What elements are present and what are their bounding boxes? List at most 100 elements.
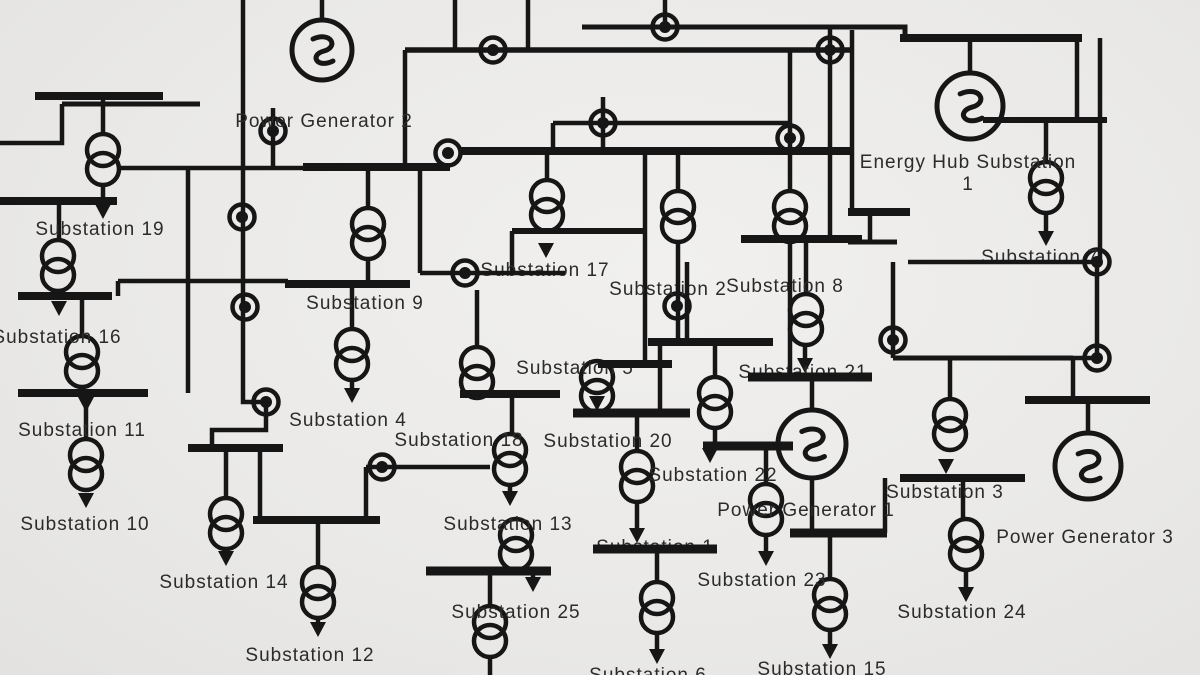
ring-node-dot-icon bbox=[887, 334, 899, 346]
load-arrow-icon bbox=[1038, 231, 1054, 246]
transformer-icon bbox=[84, 131, 122, 169]
label-power-generator-3: Power Generator 3 bbox=[996, 527, 1174, 548]
transformer-icon bbox=[39, 256, 77, 294]
power-generator-1-generator-icon bbox=[775, 407, 849, 481]
transformer-icon bbox=[771, 188, 809, 226]
ring-node-dot-icon bbox=[784, 132, 796, 144]
transformer-icon bbox=[578, 377, 616, 415]
ring-node-icon bbox=[230, 292, 260, 322]
busbar bbox=[790, 528, 887, 538]
load-arrow-icon bbox=[589, 396, 605, 411]
busbar bbox=[748, 372, 872, 382]
load-arrow-icon bbox=[938, 459, 954, 474]
label-power-generator-2: Power Generator 2 bbox=[235, 111, 413, 132]
label-substation-6: Substation 6 bbox=[589, 665, 707, 675]
load-arrow-icon bbox=[502, 491, 518, 506]
transformer-icon bbox=[458, 363, 496, 401]
busbar bbox=[848, 208, 910, 216]
load-arrow-icon bbox=[538, 243, 554, 258]
energy-hub-generator-generator-icon bbox=[934, 70, 1006, 142]
transformer-icon bbox=[618, 467, 656, 505]
busbar bbox=[598, 360, 672, 368]
transformer-icon bbox=[947, 516, 985, 554]
load-arrow-icon bbox=[78, 397, 94, 412]
transformer-icon bbox=[1027, 178, 1065, 216]
power-generator-3-generator-icon bbox=[1052, 430, 1124, 502]
ring-node-icon bbox=[775, 123, 805, 153]
label-substation-7: Substation 7 bbox=[981, 247, 1099, 268]
transformer-icon bbox=[659, 207, 697, 245]
generator-sine-icon bbox=[310, 34, 336, 66]
transformer-icon bbox=[811, 576, 849, 614]
transformer-icon bbox=[333, 326, 371, 364]
transformer-icon bbox=[84, 150, 122, 188]
ring-node-icon bbox=[650, 12, 680, 42]
transformer-icon bbox=[578, 358, 616, 396]
transformer-icon bbox=[39, 237, 77, 275]
ring-node-dot-icon bbox=[267, 125, 279, 137]
transformer-icon bbox=[659, 188, 697, 226]
transformer-icon bbox=[787, 310, 825, 348]
label-substation-4: Substation 4 bbox=[289, 410, 407, 431]
busbar bbox=[593, 544, 717, 554]
transformer-icon bbox=[747, 481, 785, 519]
ring-node-dot-icon bbox=[239, 301, 251, 313]
label-substation-25: Substation 25 bbox=[451, 602, 580, 623]
ring-node-icon bbox=[815, 35, 845, 65]
ring-node-dot-icon bbox=[1091, 352, 1103, 364]
generator-sine-icon bbox=[799, 426, 827, 462]
label-substation-22: Substation 22 bbox=[648, 465, 777, 486]
transformer-icon bbox=[696, 374, 734, 412]
label-substation-2: Substation 2 bbox=[609, 279, 727, 300]
label-substation-3: Substation 3 bbox=[886, 482, 1004, 503]
ring-node-dot-icon bbox=[597, 117, 609, 129]
transformer-icon bbox=[63, 352, 101, 390]
busbar bbox=[35, 92, 163, 100]
busbar bbox=[703, 441, 793, 451]
transformer-icon bbox=[618, 448, 656, 486]
label-substation-24: Substation 24 bbox=[897, 602, 1026, 623]
load-arrow-icon bbox=[629, 528, 645, 543]
transformer-icon bbox=[67, 455, 105, 493]
transformer-icon bbox=[299, 583, 337, 621]
ring-node-icon bbox=[878, 325, 908, 355]
wire bbox=[209, 0, 269, 448]
wire bbox=[0, 104, 65, 146]
busbar bbox=[848, 239, 897, 245]
transformer-icon bbox=[787, 291, 825, 329]
transformer-icon bbox=[947, 535, 985, 573]
ring-node-dot-icon bbox=[487, 44, 499, 56]
load-arrow-icon bbox=[797, 358, 813, 373]
load-arrow-icon bbox=[702, 448, 718, 463]
transformer-icon bbox=[333, 345, 371, 383]
transformer-icon bbox=[471, 603, 509, 641]
ring-node-icon bbox=[478, 35, 508, 65]
busbar bbox=[62, 101, 200, 107]
power-generator-2-generator-icon bbox=[289, 17, 355, 83]
label-substation-17: Substation 17 bbox=[480, 260, 609, 281]
label-substation-19: Substation 19 bbox=[35, 219, 164, 240]
transformer-icon bbox=[931, 415, 969, 453]
ring-node-icon bbox=[251, 387, 281, 417]
transformer-icon bbox=[349, 205, 387, 243]
ring-node-icon bbox=[1082, 343, 1112, 373]
ring-node-dot-icon bbox=[236, 211, 248, 223]
label-substation-18: Substation 18 bbox=[394, 430, 523, 451]
ring-node-dot-icon bbox=[824, 44, 836, 56]
transformer-icon bbox=[349, 224, 387, 262]
label-substation-16: Substation 16 bbox=[0, 327, 122, 348]
transformer-icon bbox=[207, 495, 245, 533]
transformer-icon bbox=[638, 579, 676, 617]
busbar bbox=[512, 228, 645, 234]
transformer-icon bbox=[811, 595, 849, 633]
label-power-generator-1: Power Generator 1 bbox=[717, 500, 895, 521]
label-energy-hub-substation-1-line2: 1 bbox=[962, 174, 974, 195]
load-arrow-icon bbox=[649, 649, 665, 664]
busbar bbox=[573, 408, 690, 418]
label-substation-8: Substation 8 bbox=[726, 276, 844, 297]
transformer-icon bbox=[491, 450, 529, 488]
label-substation-10: Substation 10 bbox=[20, 514, 149, 535]
ring-node-dot-icon bbox=[659, 21, 671, 33]
